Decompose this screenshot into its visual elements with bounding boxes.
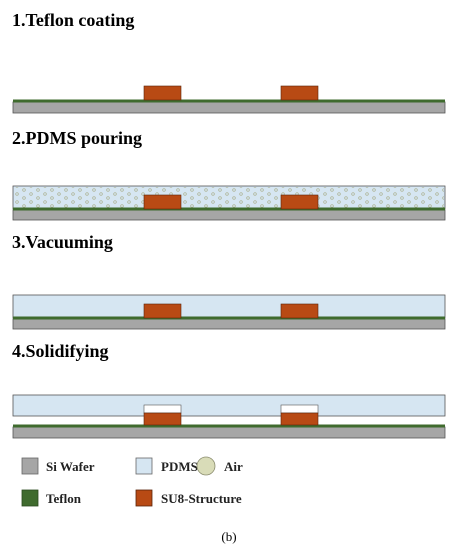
teflon-swatch-icon [21, 489, 39, 507]
si-wafer-layer [12, 101, 446, 114]
si-wafer-layer [12, 318, 446, 330]
teflon-layer [13, 424, 445, 428]
step-4-title: 4.Solidifying [12, 341, 109, 361]
pdms-swatch-icon [135, 457, 153, 475]
si-wafer-swatch-icon [21, 457, 39, 475]
figure-caption: (b) [221, 529, 236, 544]
su8-structure [280, 412, 319, 426]
teflon-layer [13, 207, 445, 211]
step-2-title: 2.PDMS pouring [12, 128, 142, 148]
air-bubble-icon [196, 456, 216, 476]
teflon-layer [13, 99, 445, 103]
step-3-cross-section [12, 294, 446, 330]
step-4-cross-section [12, 394, 446, 439]
su8-structure [143, 412, 182, 426]
si-wafer-layer [12, 209, 446, 221]
su8-structure [143, 303, 182, 319]
step-1-title: 1.Teflon coating [12, 10, 134, 30]
legend-label-teflon: Teflon [46, 491, 82, 506]
su8-structure [280, 85, 319, 101]
teflon-layer [13, 316, 445, 320]
legend-label-si-wafer: Si Wafer [46, 459, 95, 474]
su8-structure [143, 85, 182, 101]
step-2-cross-section [12, 185, 446, 221]
step-1-cross-section [12, 85, 446, 114]
pdms-layer [12, 394, 446, 417]
su8-swatch-icon [135, 489, 153, 507]
legend: Si Wafer PDMS Air Teflon SU8-Structure [21, 456, 243, 507]
su8-structure [280, 194, 319, 210]
air-gap [143, 404, 182, 414]
step-3-title: 3.Vacuuming [12, 232, 113, 252]
pdms-layer [12, 294, 446, 319]
legend-label-air: Air [224, 459, 243, 474]
si-wafer-layer [12, 426, 446, 439]
su8-structure [143, 194, 182, 210]
legend-label-su8: SU8-Structure [161, 491, 242, 506]
legend-label-pdms: PDMS [161, 459, 198, 474]
air-gap [280, 404, 319, 414]
air-bubbles [14, 187, 444, 208]
su8-structure [280, 303, 319, 319]
